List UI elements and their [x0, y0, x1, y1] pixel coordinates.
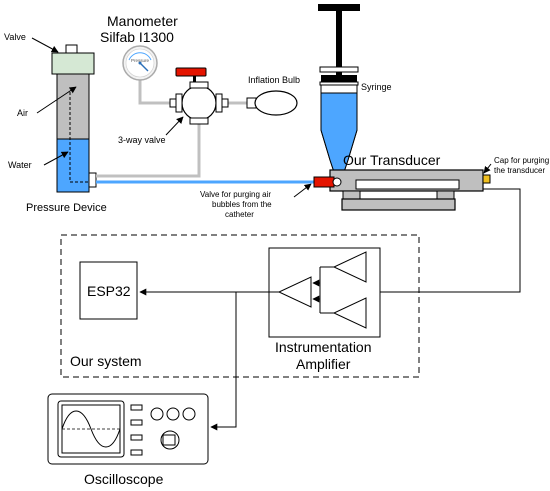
amplifier-triangle-icon	[332, 297, 367, 329]
gauge-pipe	[138, 80, 170, 105]
purge-valve-label-line2: bubbles from the	[212, 200, 272, 209]
pressure-device-valve	[65, 44, 78, 54]
pressure-device	[51, 44, 97, 193]
oscilloscope-label: Oscilloscope	[84, 471, 164, 487]
signal-to-oscilloscope	[210, 292, 237, 431]
amplifier-triangle-icon	[332, 251, 367, 283]
esp32-label: ESP32	[87, 283, 131, 299]
three-way-valve-label: 3-way valve	[118, 135, 166, 145]
water-label: Water	[8, 160, 32, 170]
amplifier-triangle-icon	[277, 276, 312, 308]
manometer-title: Manometer	[107, 13, 178, 29]
three-way-valve-handle	[175, 67, 207, 77]
instrumentation-amplifier	[268, 247, 381, 338]
catheter-line	[96, 177, 331, 184]
our-system-label: Our system	[70, 353, 142, 369]
purge-valve-label-line3: catheter	[225, 210, 254, 219]
esp32-box	[79, 261, 138, 320]
transducer-base	[341, 198, 456, 211]
transducer-wire	[380, 188, 521, 293]
syringe-icon	[318, 4, 360, 173]
manometer-model: Silfab I1300	[100, 29, 174, 45]
inflation-bulb-label: Inflation Bulb	[248, 75, 300, 85]
pressure-device-label: Pressure Device	[26, 202, 107, 214]
oscilloscope-icon	[47, 393, 209, 465]
manometer: Pressure	[122, 45, 158, 81]
cap-label-line2: the transducer	[494, 166, 545, 175]
instr-amp-label-line2: Amplifier	[296, 356, 351, 372]
water-chamber	[56, 138, 90, 193]
purge-valve-label-line1: Valve for purging air	[200, 190, 271, 199]
purge-valve	[313, 176, 335, 188]
gray-pipe	[96, 113, 201, 178]
purge-cap	[482, 174, 491, 184]
valve-label: Valve	[4, 32, 26, 42]
transducer	[313, 169, 491, 211]
pressure-device-outlet	[88, 172, 97, 188]
pressure-device-valve-body	[51, 52, 95, 75]
air-chamber	[56, 73, 90, 140]
transducer-label: Our Transducer	[343, 152, 441, 168]
instr-amp-label-line1: Instrumentation	[275, 339, 372, 355]
air-label: Air	[17, 108, 28, 118]
syringe-label: Syringe	[361, 82, 392, 92]
three-way-valve	[169, 67, 229, 125]
inflation-bulb	[246, 90, 298, 116]
gauge-text: Pressure	[131, 58, 150, 63]
inflation-bulb-icon	[254, 90, 298, 116]
cap-label-line1: Cap for purging	[494, 156, 549, 165]
